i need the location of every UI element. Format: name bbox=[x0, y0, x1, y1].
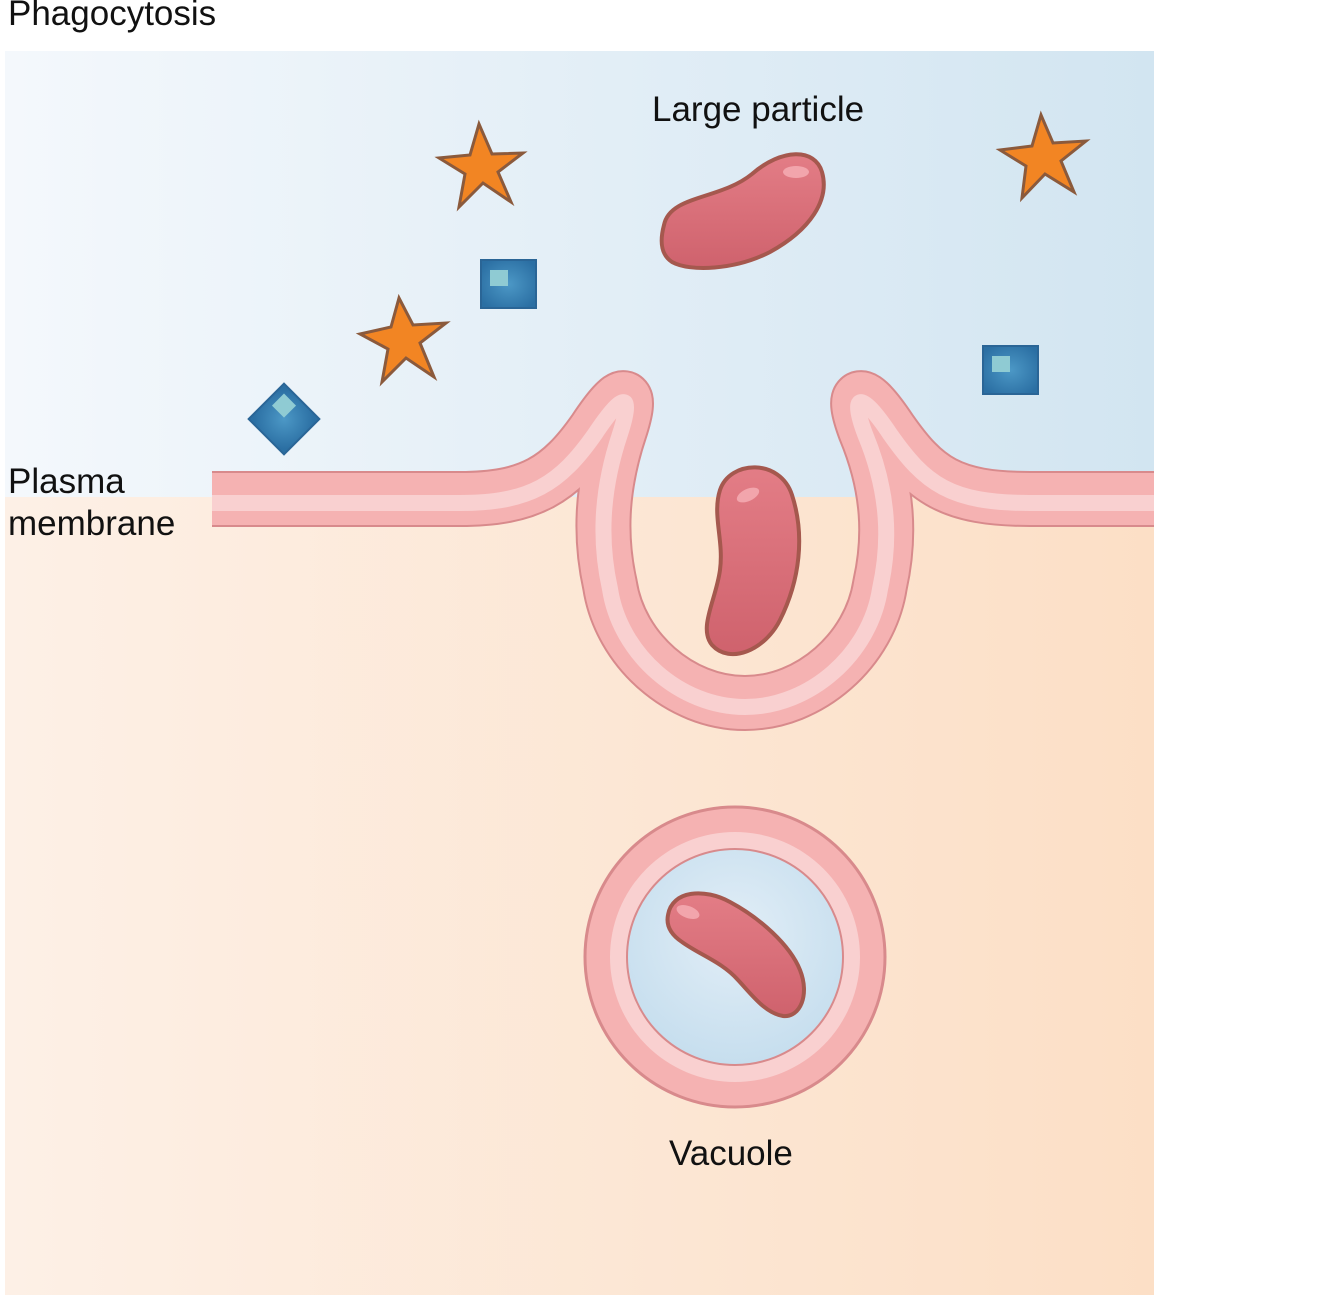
square-molecule-icon bbox=[480, 259, 537, 309]
star-icon bbox=[434, 119, 528, 212]
large-particle-label: Large particle bbox=[652, 90, 865, 129]
cytoplasm bbox=[5, 497, 1154, 1295]
plasma-membrane-label-line1: Plasma bbox=[8, 462, 125, 501]
diagram-title: Phagocytosis bbox=[8, 0, 217, 33]
plasma-membrane-label: Plasma membrane bbox=[8, 461, 175, 545]
star-icon bbox=[995, 110, 1091, 203]
star-icon bbox=[355, 293, 451, 387]
engulfed-particle-icon bbox=[704, 465, 802, 657]
vacuole-label: Vacuole bbox=[669, 1134, 793, 1173]
vacuole-particle-icon bbox=[665, 891, 806, 1019]
square-molecule-icon bbox=[247, 382, 321, 456]
square-molecule-icon bbox=[982, 345, 1039, 395]
vacuole bbox=[583, 805, 887, 1109]
large-particle-icon bbox=[659, 152, 826, 270]
plasma-membrane-label-line2: membrane bbox=[8, 504, 176, 543]
